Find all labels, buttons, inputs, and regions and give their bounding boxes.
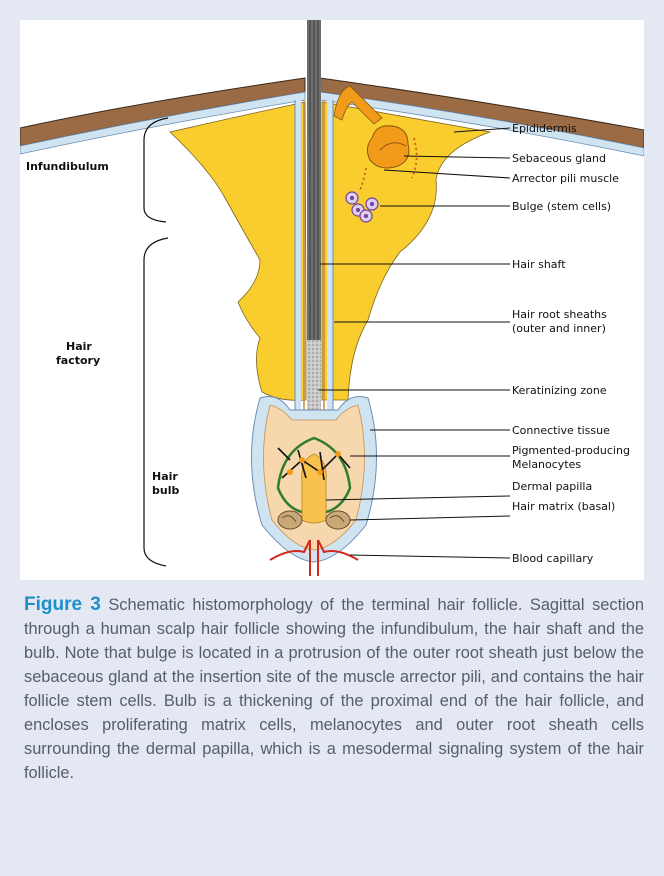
label-arrector-pili-muscle: Arrector pili muscle: [512, 172, 619, 185]
label-hair-bulb-line1: Hair: [152, 470, 178, 483]
caption-text: Schematic histomorphology of the termina…: [24, 596, 644, 782]
label-sebaceous-gland: Sebaceous gland: [512, 152, 606, 165]
dermal-papilla: [302, 454, 327, 523]
label-connective-tissue: Connective tissue: [512, 424, 610, 437]
label-hair-root-sheaths: Hair root sheaths: [512, 308, 607, 321]
label-hair-factory-line1: Hair: [66, 340, 92, 353]
label-hair-factory-line2: factory: [56, 354, 100, 367]
label-hair-root-sheaths-sub: (outer and inner): [512, 322, 606, 335]
label-hair-shaft: Hair shaft: [512, 258, 566, 271]
figure-panel: Infundibulum Hair factory Hair bulb Epid…: [20, 20, 644, 580]
label-hair-matrix: Hair matrix (basal): [512, 500, 615, 513]
label-blood-capillary: Blood capillary: [512, 552, 594, 565]
label-infundibulum: Infundibulum: [26, 160, 109, 173]
infundibulum-bracket: [144, 118, 168, 222]
label-pigmented-producing: Pigmented-producing: [512, 444, 630, 457]
label-epididermis: Epididermis: [512, 122, 577, 135]
hair-factory-bracket: [144, 238, 168, 566]
label-dermal-papilla: Dermal papilla: [512, 480, 592, 493]
figure-caption: Figure 3 Schematic histomorphology of th…: [24, 593, 644, 785]
hair-follicle-diagram: Infundibulum Hair factory Hair bulb Epid…: [20, 20, 644, 580]
caption-label: Figure 3: [24, 594, 101, 615]
keratinizing-zone: [307, 340, 321, 410]
label-keratinizing-zone: Keratinizing zone: [512, 384, 607, 397]
label-melanocytes: Melanocytes: [512, 458, 581, 471]
label-hair-bulb-line2: bulb: [152, 484, 179, 497]
label-bulge: Bulge (stem cells): [512, 200, 611, 213]
